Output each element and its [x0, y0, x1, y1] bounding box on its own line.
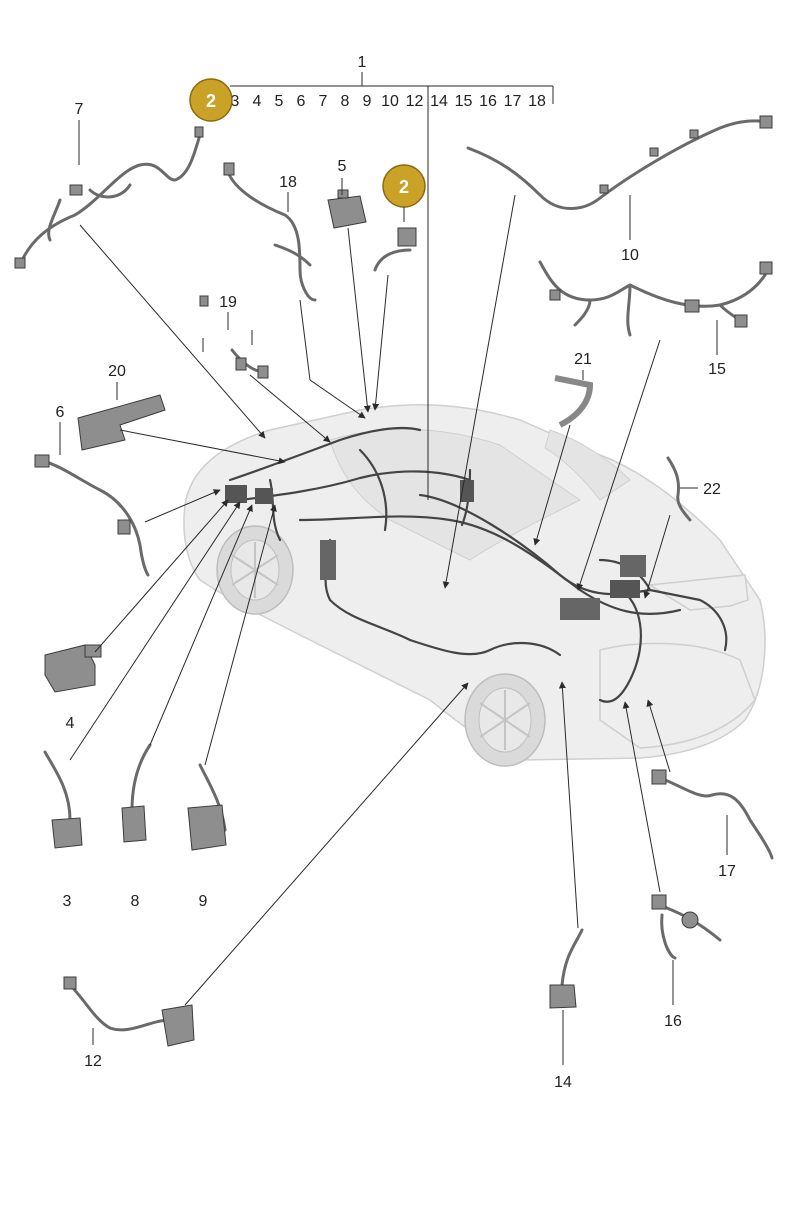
rear-wheel [464, 673, 546, 767]
part-4-sensor-module [44, 644, 102, 693]
callout-12: 12 [84, 1053, 102, 1070]
header-item-17: 17 [504, 93, 522, 110]
callout-21: 21 [574, 351, 592, 368]
callout-19: 19 [219, 294, 237, 311]
part-9-sensor-lead [187, 763, 227, 851]
leader-lines [59, 120, 728, 1065]
part-15-rear-harness [538, 260, 773, 337]
badge-2-header: 2 [189, 78, 233, 122]
header-item-4: 4 [253, 93, 262, 110]
callout-labels: 7 18 5 10 19 15 20 21 6 22 4 3 8 9 17 16… [56, 101, 736, 1091]
part-10-roof-harness [466, 115, 773, 210]
part-16-grommet-lead [651, 894, 722, 960]
car-body [183, 404, 766, 767]
header-item-3: 3 [231, 93, 240, 110]
callout-6: 6 [56, 404, 65, 421]
part-12-lead [63, 976, 195, 1047]
part-18-sensor-harness [223, 162, 317, 302]
header-item-12: 12 [406, 93, 424, 110]
front-wheel [216, 525, 294, 615]
part-5-control-unit [327, 189, 367, 229]
header-item-15: 15 [455, 93, 473, 110]
callout-5: 5 [338, 158, 347, 175]
part-6-door-harness [34, 454, 150, 577]
callout-3: 3 [63, 893, 72, 910]
callout-18: 18 [279, 174, 297, 191]
header-item-14: 14 [430, 93, 448, 110]
header-item-7: 7 [319, 93, 328, 110]
callout-22: 22 [703, 481, 721, 498]
part-3-sensor-lead [43, 750, 83, 849]
callout-9: 9 [199, 893, 208, 910]
header-item-18: 18 [528, 93, 546, 110]
part-2-connector [373, 227, 417, 272]
header-item-10: 10 [381, 93, 399, 110]
callout-15: 15 [708, 361, 726, 378]
header-root-number: 1 [358, 54, 367, 71]
badge-label: 2 [399, 177, 409, 197]
callout-14: 14 [554, 1074, 572, 1091]
part-7-front-harness [14, 126, 204, 269]
installed-harness [225, 426, 728, 703]
callout-17: 17 [718, 863, 736, 880]
header-item-5: 5 [275, 93, 284, 110]
badge-label: 2 [206, 91, 216, 111]
header-item-6: 6 [297, 93, 306, 110]
callout-8: 8 [131, 893, 140, 910]
callout-16: 16 [664, 1013, 682, 1030]
part-21-cable-channel [554, 375, 594, 428]
part-14-sensor-lead [549, 928, 584, 1009]
header-item-8: 8 [341, 93, 350, 110]
part-20-ecu-bracket [77, 394, 166, 451]
part-8-sensor-lead [121, 743, 152, 843]
callout-10: 10 [621, 247, 639, 264]
header-item-9: 9 [363, 93, 372, 110]
header-bracket [230, 72, 554, 500]
callout-7: 7 [75, 101, 84, 118]
part-22-cable [666, 456, 692, 522]
callout-4: 4 [66, 715, 75, 732]
callout-20: 20 [108, 363, 126, 380]
part-17-rear-lead [651, 769, 774, 860]
header-item-16: 16 [479, 93, 497, 110]
part-19-sensor-leads [199, 295, 269, 379]
badge-2-connector: 2 [382, 164, 426, 222]
